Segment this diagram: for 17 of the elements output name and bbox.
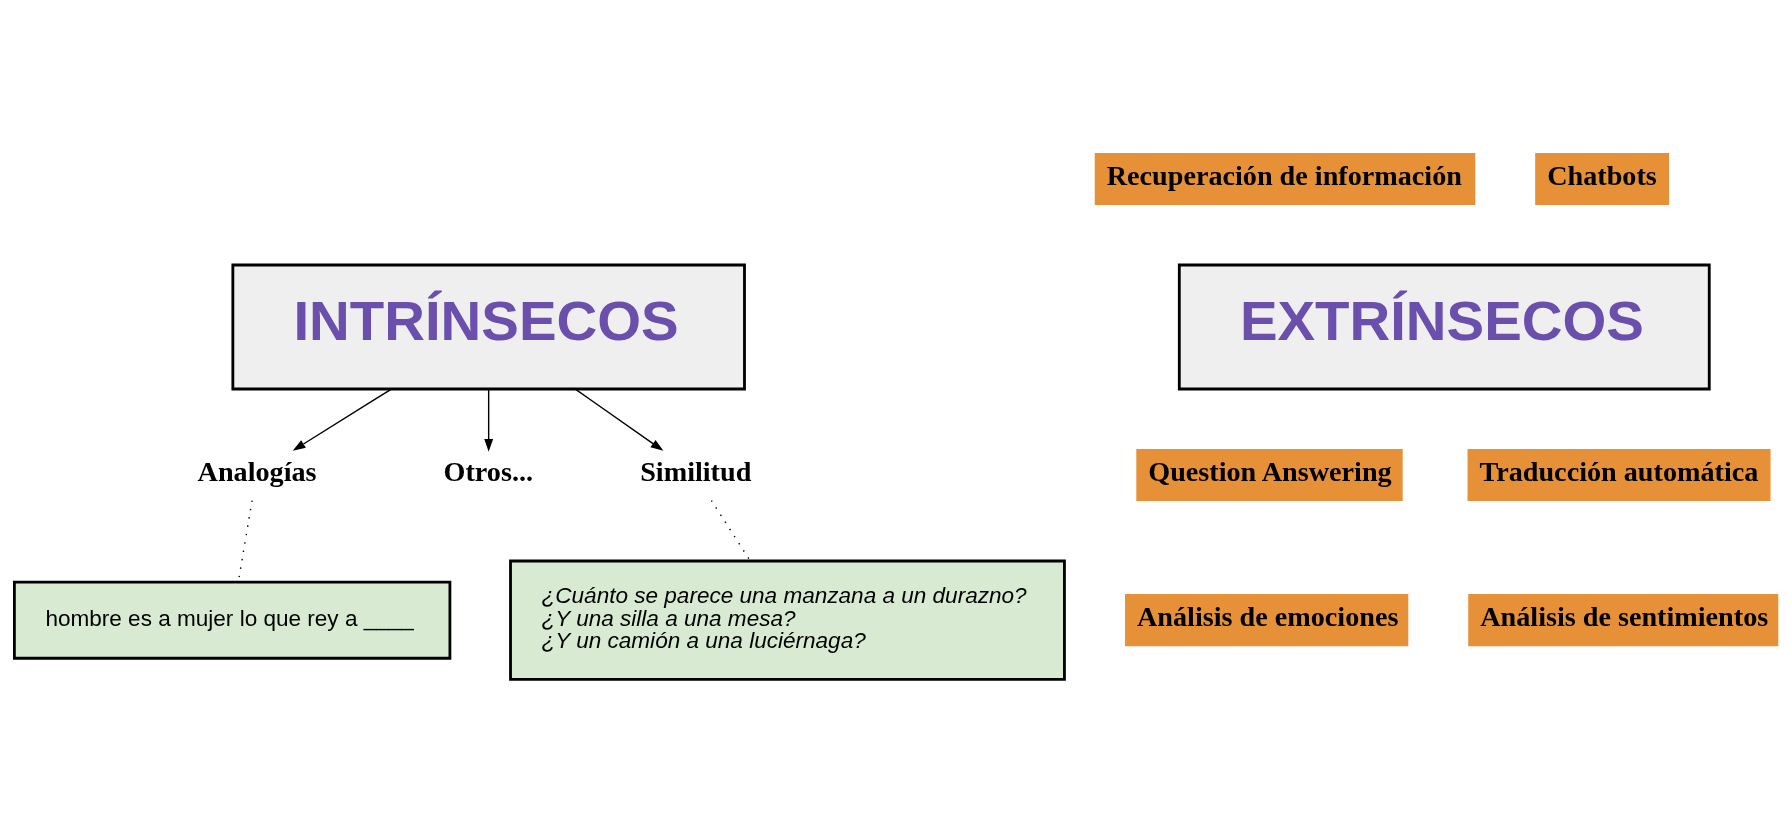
node-box: Chatbots (1535, 152, 1670, 205)
node-box: EXTRÍNSECOS (1177, 263, 1711, 390)
node-text: Similitud (640, 455, 752, 487)
node-box: hombre es a mujer lo que rey a ____ (13, 580, 452, 660)
node-box: Análisis de sentimientos (1468, 593, 1779, 646)
node-box: INTRÍNSECOS (231, 263, 746, 390)
node-box: Question Answering (1136, 448, 1403, 501)
arrow (292, 387, 393, 451)
node-box: Recuperación de información (1094, 152, 1476, 205)
arrow (484, 387, 494, 452)
node-text: Analogías (197, 455, 317, 487)
node-box: ¿Cuánto se parece una manzana a un durazno? ¿Y una silla a una mesa? ¿Y un camión a una luciérnaga? (509, 559, 1066, 681)
connector (710, 499, 751, 561)
node-box: Análisis de emociones (1125, 593, 1409, 646)
node-text: Otros... (443, 455, 534, 487)
arrow (574, 387, 664, 451)
node-box: Traducción automática (1467, 448, 1771, 501)
